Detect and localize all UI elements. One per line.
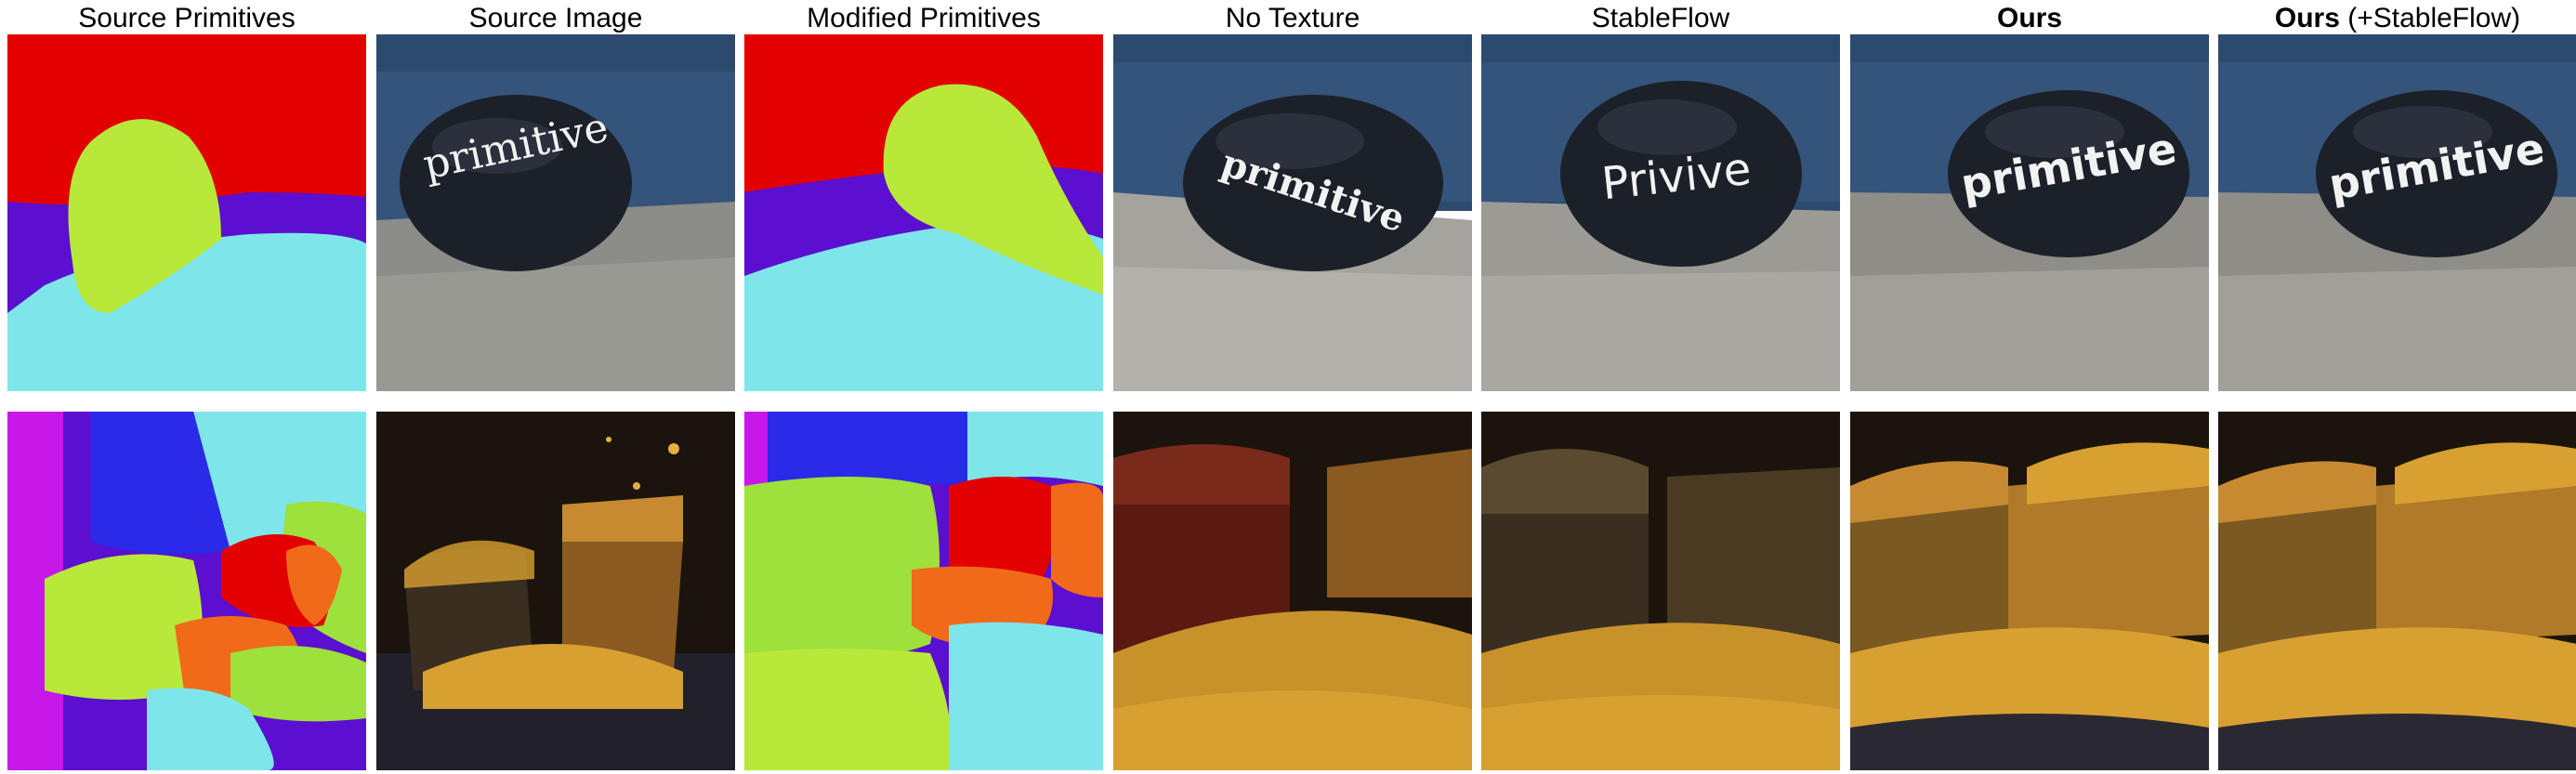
header-source-image: Source Image [376, 0, 735, 37]
row1-source-primitives [7, 34, 366, 391]
row2-modified-primitives [744, 412, 1103, 770]
primitive-render [744, 34, 1103, 391]
photo-treasure-chests [1113, 412, 1472, 770]
header-bold: Ours [2274, 3, 2340, 33]
row1-stableflow: Privive [1481, 34, 1840, 391]
photo-treasure-chests [376, 412, 735, 770]
photo-treasure-chests [1850, 412, 2209, 770]
photo-stone-sea [1113, 34, 1472, 391]
header-no-texture: No Texture [1113, 0, 1472, 37]
row2-stableflow [1481, 412, 1840, 770]
row1-source-image: primitive [376, 34, 735, 391]
primitive-render [7, 412, 366, 770]
header-ours: Ours [1850, 0, 2209, 37]
photo-treasure-chests [1481, 412, 1840, 770]
row2-source-primitives [7, 412, 366, 770]
header-text: StableFlow [1591, 3, 1730, 33]
photo-stone-sea [1481, 34, 1840, 391]
photo-stone-sea [1850, 34, 2209, 391]
header-text: Source Image [468, 3, 643, 33]
row2-ours [1850, 412, 2209, 770]
primitive-render [7, 34, 366, 391]
primitive-render [744, 412, 1103, 770]
row1-modified-primitives [744, 34, 1103, 391]
header-text: Source Primitives [78, 3, 296, 33]
photo-stone-sea [2218, 34, 2576, 391]
header-text: No Texture [1225, 3, 1360, 33]
header-text: (+StableFlow) [2339, 3, 2521, 33]
photo-treasure-chests [2218, 412, 2576, 770]
row1-ours-stableflow: primitive [2218, 34, 2576, 391]
row1-no-texture: primitive [1113, 34, 1472, 391]
row2-no-texture [1113, 412, 1472, 770]
row2-ours-stableflow [2218, 412, 2576, 770]
header-modified-primitives: Modified Primitives [744, 0, 1103, 37]
header-bold: Ours [1996, 3, 2063, 33]
header-ours-stableflow: Ours (+StableFlow) [2218, 0, 2576, 37]
header-stableflow: StableFlow [1481, 0, 1840, 37]
header-text: Modified Primitives [807, 3, 1041, 33]
header-source-primitives: Source Primitives [7, 0, 366, 37]
row2-source-image [376, 412, 735, 770]
row1-ours: primitive [1850, 34, 2209, 391]
photo-stone-sea [376, 34, 735, 391]
